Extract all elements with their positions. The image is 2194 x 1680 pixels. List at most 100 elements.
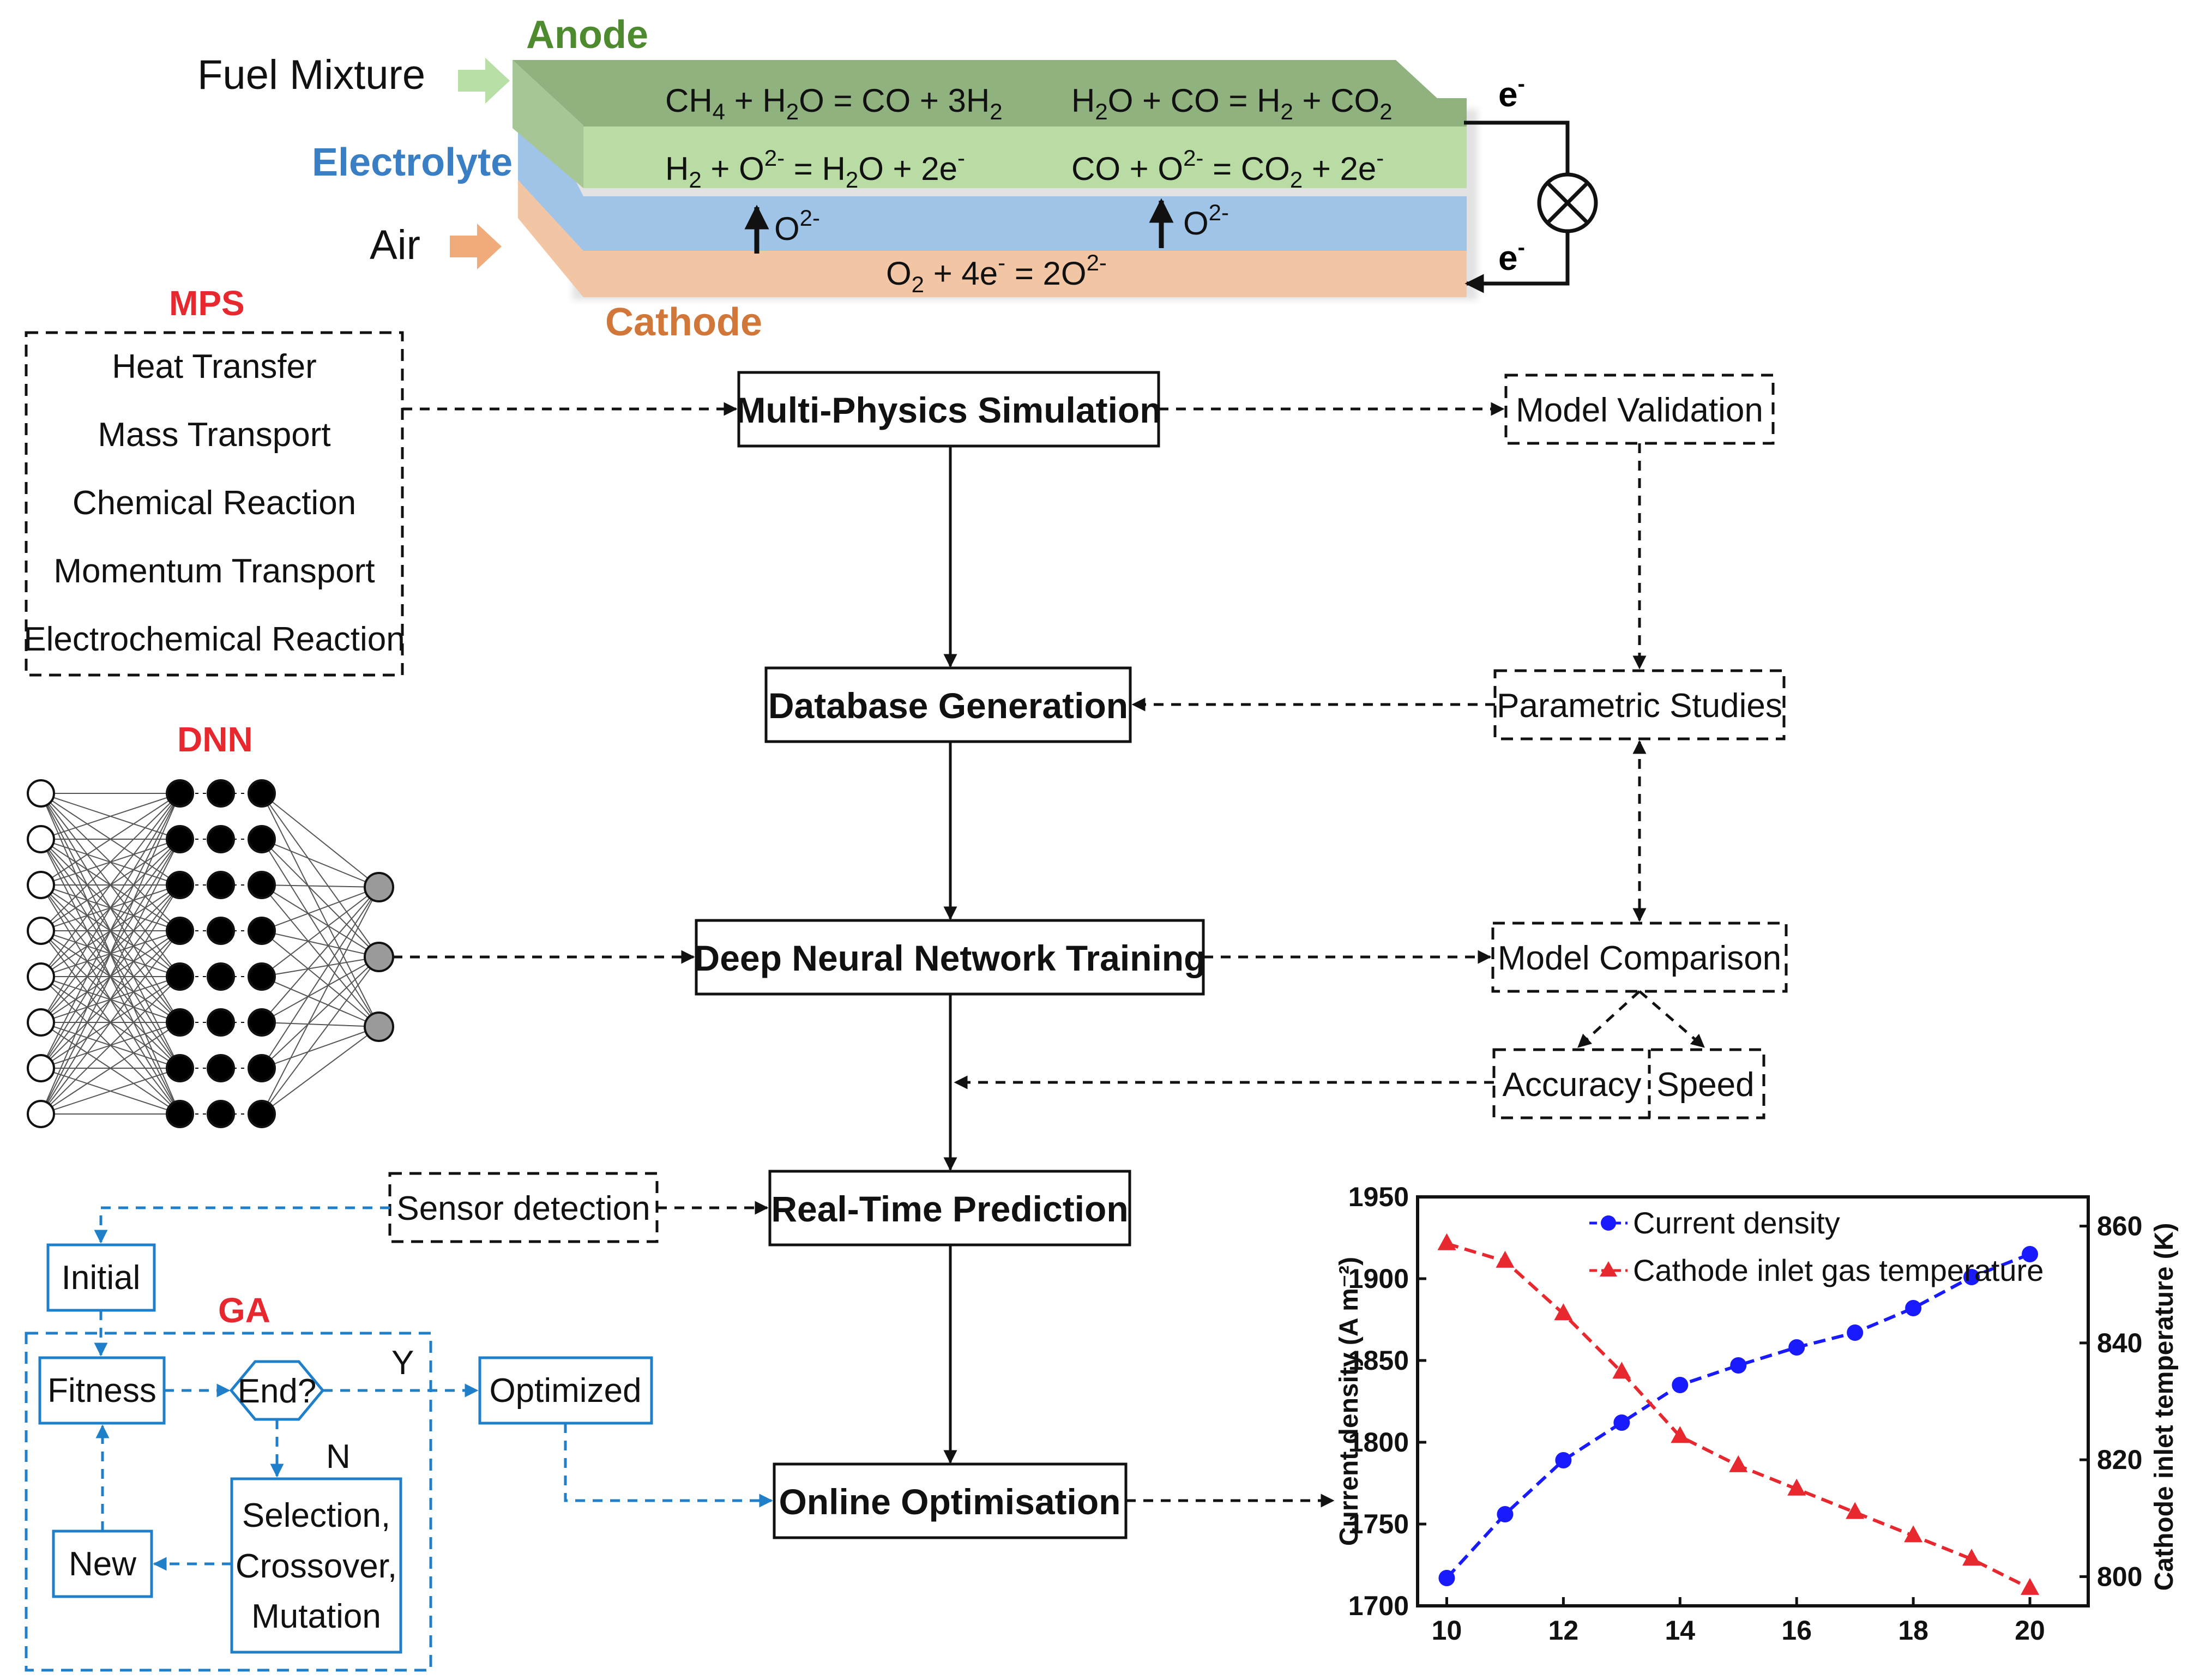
dnn-node-l0-7 bbox=[27, 1100, 55, 1128]
svg-text:Real-Time Prediction: Real-Time Prediction bbox=[771, 1189, 1128, 1229]
dnn-node-l4-0 bbox=[364, 872, 394, 902]
cathode-label: Cathode bbox=[605, 300, 762, 344]
legend-cathode-temperature: Cathode inlet gas temperature bbox=[1633, 1253, 2044, 1287]
dnn-node-l0-2 bbox=[27, 871, 55, 899]
main-flow: Multi-Physics Simulation Database Genera… bbox=[694, 371, 1206, 1539]
oxygen-ion-arrow-right: O2- bbox=[1149, 198, 1229, 248]
ga-new-box bbox=[52, 1530, 153, 1598]
point-temperature-12 bbox=[1554, 1303, 1573, 1321]
point-temperature-14 bbox=[1671, 1426, 1690, 1443]
point-temperature-13 bbox=[1612, 1362, 1631, 1379]
dnn-node-l2-2 bbox=[207, 871, 235, 899]
svg-text:Crossover,: Crossover, bbox=[236, 1547, 397, 1585]
svg-text:Mutation: Mutation bbox=[251, 1598, 381, 1635]
point-current-20 bbox=[2022, 1246, 2039, 1262]
dnn-node-l0-6 bbox=[27, 1054, 55, 1082]
dnn-node-l2-3 bbox=[207, 917, 235, 945]
point-temperature-17 bbox=[1846, 1502, 1865, 1519]
x-tick-label-12: 12 bbox=[1548, 1615, 1579, 1646]
mps-item-electrochemical: Electrochemical Reaction bbox=[23, 621, 405, 658]
svg-text:O2-: O2- bbox=[774, 205, 820, 247]
svg-text:e-: e- bbox=[1498, 72, 1525, 114]
point-current-17 bbox=[1847, 1324, 1864, 1341]
sensor-detection-box bbox=[388, 1172, 659, 1243]
dnn-node-l1-1 bbox=[166, 825, 194, 853]
dnn-node-l2-4 bbox=[207, 962, 235, 991]
point-temperature-11 bbox=[1496, 1250, 1515, 1268]
online-optimisation-box bbox=[773, 1462, 1128, 1539]
fuel-cell-schematic: Anode Electrolyte Cathode Fuel Mixture A… bbox=[197, 13, 1598, 344]
real-time-prediction-box bbox=[768, 1170, 1131, 1247]
dnn-node-l2-6 bbox=[207, 1054, 235, 1082]
point-temperature-20 bbox=[2021, 1577, 2040, 1595]
dnn-node-l0-3 bbox=[27, 917, 55, 945]
dnn-node-l3-3 bbox=[248, 917, 276, 945]
mps-item-mass: Mass Transport bbox=[98, 416, 330, 454]
point-current-13 bbox=[1613, 1414, 1630, 1431]
point-current-18 bbox=[1905, 1300, 1922, 1316]
x-tick-label-18: 18 bbox=[1898, 1615, 1928, 1646]
anode-shift-eq: H2O + CO = H2 + CO2 bbox=[1071, 82, 1393, 124]
y-tick-label-1750: 1750 bbox=[1348, 1509, 1409, 1539]
electrolyte-label: Electrolyte bbox=[312, 141, 513, 184]
point-temperature-15 bbox=[1729, 1455, 1748, 1472]
svg-text:Model Comparison: Model Comparison bbox=[1498, 940, 1781, 977]
y-tick-label-1900: 1900 bbox=[1348, 1263, 1409, 1294]
legend-marker-current bbox=[1601, 1215, 1616, 1231]
dnn-node-l3-5 bbox=[248, 1008, 276, 1037]
svg-text:Model Validation: Model Validation bbox=[1516, 392, 1763, 429]
point-current-14 bbox=[1672, 1377, 1689, 1393]
dnn-node-l1-7 bbox=[166, 1100, 194, 1128]
ga-no-label: N bbox=[326, 1438, 351, 1476]
legend-marker-temperature bbox=[1600, 1261, 1617, 1276]
x-tick-label-20: 20 bbox=[2015, 1615, 2045, 1646]
point-temperature-18 bbox=[1904, 1525, 1923, 1543]
mps-item-heat: Heat Transfer bbox=[112, 348, 317, 386]
point-current-16 bbox=[1788, 1339, 1805, 1356]
x-tick-label-16: 16 bbox=[1781, 1615, 1812, 1646]
anode-front-face bbox=[513, 60, 583, 188]
point-current-19 bbox=[1963, 1269, 1980, 1285]
ga-operators-box bbox=[230, 1477, 402, 1654]
anode-h2-oxidation-eq: H2 + O2- = H2O + 2e- bbox=[665, 145, 965, 192]
dnn-node-l1-5 bbox=[166, 1008, 194, 1037]
dnn-node-l0-5 bbox=[27, 1008, 55, 1037]
chart-legend: Current density Cathode inlet gas temper… bbox=[1589, 1206, 2044, 1287]
dnn-title: DNN bbox=[177, 720, 253, 759]
point-current-15 bbox=[1730, 1357, 1747, 1374]
y2-tick-label-860: 860 bbox=[2097, 1211, 2142, 1242]
svg-text:New: New bbox=[69, 1545, 136, 1583]
dnn-node-l3-2 bbox=[248, 871, 276, 899]
svg-text:Database Generation: Database Generation bbox=[768, 685, 1128, 726]
dnn-node-l1-4 bbox=[166, 962, 194, 991]
ga-yes-label: Y bbox=[391, 1344, 414, 1382]
y2-tick-label-820: 820 bbox=[2097, 1444, 2142, 1475]
dnn-node-l1-3 bbox=[166, 917, 194, 945]
external-circuit: e- e- bbox=[1464, 72, 1598, 293]
svg-text:Initial: Initial bbox=[62, 1259, 141, 1297]
dnn-node-l1-6 bbox=[166, 1054, 194, 1082]
air-label: Air bbox=[370, 222, 420, 268]
dnn-illustration: DNN bbox=[27, 720, 394, 1128]
svg-text:Online Optimisation: Online Optimisation bbox=[779, 1482, 1120, 1522]
mps-item-chemical: Chemical Reaction bbox=[73, 484, 356, 522]
load-lamp-icon bbox=[1537, 172, 1598, 233]
dnn-node-l3-1 bbox=[248, 825, 276, 853]
svg-text:e-: e- bbox=[1498, 236, 1525, 278]
mps-title: MPS bbox=[169, 284, 245, 323]
chart-left-axis-title: Current density (A m⁻²) bbox=[1335, 1257, 1364, 1546]
anode-label: Anode bbox=[526, 13, 648, 57]
dnn-node-l4-2 bbox=[364, 1011, 394, 1042]
point-current-11 bbox=[1497, 1506, 1514, 1522]
ga-title: GA bbox=[218, 1291, 270, 1330]
air-arrow-icon bbox=[450, 224, 502, 269]
y-tick-label-1800: 1800 bbox=[1348, 1427, 1409, 1458]
svg-text:Fitness: Fitness bbox=[47, 1372, 156, 1410]
point-temperature-16 bbox=[1787, 1478, 1806, 1496]
y2-tick-label-840: 840 bbox=[2097, 1328, 2142, 1358]
cathode-layer bbox=[518, 180, 1467, 297]
y-tick-label-1850: 1850 bbox=[1348, 1345, 1409, 1376]
dnn-node-l2-7 bbox=[207, 1100, 235, 1128]
